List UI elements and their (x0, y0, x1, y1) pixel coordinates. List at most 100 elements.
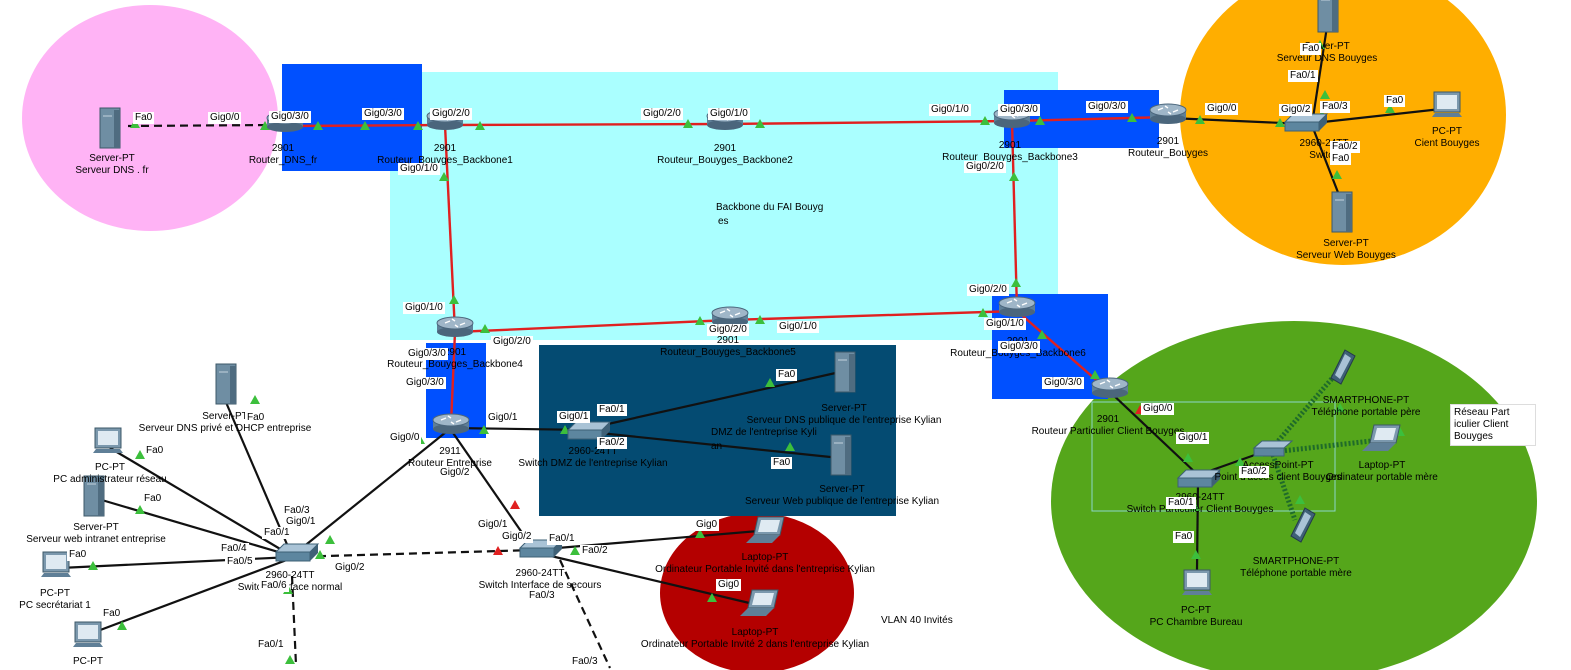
port-label: Gig0/2 (1279, 104, 1313, 116)
router-backbone6-icon[interactable] (998, 296, 1036, 317)
smartphone-pere-icon[interactable] (1330, 349, 1356, 385)
port-label: Fa0 (67, 549, 89, 561)
link-end-marker (695, 529, 705, 538)
laptop-invite2-name: Ordinateur Portable Invité 2 dans l'entr… (640, 639, 870, 650)
port-label: Fa0/3 (282, 505, 312, 517)
laptop-invite1-icon[interactable] (746, 516, 785, 543)
pc-admin-name: PC administrateur réseau (53, 474, 167, 485)
port-label: Gig0/0 (388, 432, 422, 444)
access-point-icon[interactable] (1252, 440, 1294, 457)
link-end-marker (1127, 113, 1137, 122)
port-label: Fa0 (245, 412, 267, 424)
server-web-intranet-name: Serveur web intranet entreprise (26, 534, 166, 545)
server-dns-bouyges-type: Server-PT (1304, 41, 1350, 52)
client-group-box (1091, 401, 1336, 512)
link-end-marker (315, 550, 325, 559)
router-backbone1-type: 2901 (433, 143, 457, 154)
router-bouyges-icon[interactable] (1149, 103, 1187, 124)
switch-particulier-name: Switch Particulier Client Bouyges (1126, 504, 1274, 515)
pc-client-bouyges-type: PC-PT (1432, 126, 1462, 137)
pc-admin-icon[interactable] (93, 427, 123, 453)
access-point-type: AccessPoint-PT (1242, 460, 1314, 471)
router-backbone4-icon[interactable] (436, 316, 474, 337)
link-end-marker (449, 295, 459, 304)
port-label: Fa0/1 (256, 639, 286, 651)
port-label: Fa0/2 (1239, 466, 1269, 478)
port-label: Gig0/2 (438, 467, 472, 479)
port-label: Gig0/1 (476, 519, 510, 531)
router-dns-fr-name: Router_DNS_fr (248, 155, 318, 166)
port-label: Gig0/3/0 (1042, 377, 1084, 389)
zone-bouyges (1180, 0, 1506, 265)
server-dns-prive-icon[interactable] (215, 363, 237, 405)
router-particulier-type: 2901 (1096, 414, 1120, 425)
router-particulier-name: Routeur Particulier Client Bouyges (1031, 426, 1185, 437)
server-web-public-icon[interactable] (830, 434, 852, 476)
link-end-marker (413, 121, 423, 130)
port-label: Fa0/6 (259, 580, 289, 592)
link-end-marker (135, 505, 145, 514)
switch-normal-name: Switch Interface normal (237, 582, 343, 593)
link-end-marker (707, 593, 717, 602)
port-label: Gig0/2/0 (967, 284, 1009, 296)
router-backbone4-name: Routeur_Bouyges_Backbone4 (387, 359, 523, 370)
laptop-invite2-icon[interactable] (740, 589, 779, 616)
link-end-marker (135, 450, 145, 459)
router-entreprise-type: 2911 (439, 446, 461, 457)
link-end-marker (479, 425, 489, 434)
link-end-marker (493, 546, 503, 555)
router-backbone5-type: 2901 (716, 335, 740, 346)
server-web-bouyges-name: Serveur Web Bouyges (1296, 250, 1396, 261)
link-end-marker (1035, 116, 1045, 125)
port-label: Gig0/1 (557, 411, 591, 423)
port-label: Fa0/1 (1166, 497, 1196, 509)
router-backbone3-type: 2901 (998, 140, 1022, 151)
port-label: Fa0 (142, 493, 164, 505)
switch-dmz-icon[interactable] (566, 421, 612, 440)
router-bouyges-type: 2901 (1156, 136, 1180, 147)
switch-normal-icon[interactable] (274, 543, 320, 562)
pc-client-bouyges-icon[interactable] (1432, 91, 1462, 117)
smartphone-mere-icon[interactable] (1290, 507, 1316, 543)
router-entreprise-icon[interactable] (432, 413, 470, 434)
router-entreprise-name: Routeur Entreprise (408, 458, 492, 469)
switch-bouyges-icon[interactable] (1283, 113, 1329, 132)
port-label: Fa0 (1330, 153, 1352, 165)
link-end-marker (1090, 370, 1100, 379)
pc-bottom-icon[interactable] (73, 621, 103, 647)
pc-chambre-bureau-name: PC Chambre Bureau (1149, 617, 1243, 628)
port-label: Fa0 (1173, 531, 1195, 543)
server-dns-bouyges-icon[interactable] (1317, 0, 1339, 33)
port-label: Fa0 (771, 457, 793, 469)
router-dns-fr-type: 2901 (271, 143, 295, 154)
port-label: Fa0/5 (225, 556, 255, 568)
port-label: Gig0/1 (284, 516, 318, 528)
port-label: Gig0/1/0 (777, 321, 819, 333)
port-label: Gig0/2/0 (641, 108, 683, 120)
pc-secretariat-icon[interactable] (41, 551, 71, 577)
switch-particulier-icon[interactable] (1176, 469, 1222, 488)
server-web-intranet-icon[interactable] (83, 475, 105, 517)
vlan-label: VLAN 40 Invités (881, 615, 953, 626)
port-label: Gig0 (694, 519, 720, 531)
port-label: Fa0 (1384, 95, 1406, 107)
pc-chambre-bureau-icon[interactable] (1182, 569, 1212, 595)
link-end-marker (360, 121, 370, 130)
links-backbone (283, 115, 1169, 425)
switch-bouyges-type: 2960-24TT (1299, 138, 1349, 149)
server-dns-public-icon[interactable] (834, 351, 856, 393)
router-particulier-icon[interactable] (1091, 377, 1129, 398)
link-end-marker (1011, 278, 1021, 287)
link-end-marker (88, 561, 98, 570)
port-label: Fa0/3 (527, 590, 557, 602)
server-web-bouyges-icon[interactable] (1331, 191, 1353, 233)
port-label: Fa0/3 (570, 656, 600, 668)
port-label: Fa0/2 (1330, 141, 1360, 153)
port-label: Fa0/1 (1288, 70, 1318, 82)
laptop-mere-icon[interactable] (1362, 424, 1401, 451)
server-dns-bouyges-name: Serveur DNS Bouyges (1276, 53, 1378, 64)
server-dns-prive-name: Serveur DNS privé et DHCP entreprise (138, 423, 312, 434)
server-dns-fr-icon[interactable] (99, 107, 121, 149)
port-label: Gig0/2/0 (964, 161, 1006, 173)
router-bouyges-name: Routeur_Bouyges (1127, 148, 1209, 159)
